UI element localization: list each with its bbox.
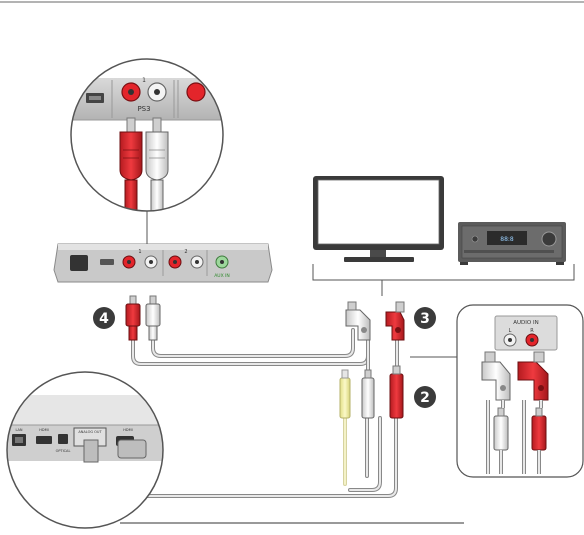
console-optical-label: OPTICAL (56, 449, 71, 453)
av-receiver: 88:8 (458, 222, 566, 265)
console-hdmi-out-label: HDMI (123, 428, 132, 432)
audio-in-label: AUDIO IN (513, 320, 538, 326)
console-lan-label: LAN (15, 428, 22, 432)
devices-bracket (313, 264, 574, 280)
step-badge-4: 4 (93, 307, 115, 329)
audio-in-r-label: R (530, 328, 534, 334)
step-3-label: 3 (420, 311, 430, 327)
console-av-cable-plugs (340, 366, 403, 418)
step-2-label: 2 (420, 390, 430, 406)
step-badge-3: 3 (414, 307, 436, 329)
usb-port (100, 259, 114, 265)
magnifier-ps3-inputs: 1 PS3 (60, 59, 240, 220)
console-analog-out-label: ANALOG OUT (78, 430, 102, 434)
magnifier-audio-in: AUDIO IN L R (457, 305, 583, 477)
adapter-port-2-label: 2 (184, 249, 187, 255)
adapter-box: 1 2 AUX IN (54, 244, 272, 282)
magnifier-console-rear: LAN HDMI OPTICAL ANALOG OUT HDMI (0, 372, 180, 528)
receiver-display: 88:8 (500, 236, 514, 243)
aux-in-label: AUX IN (214, 273, 230, 279)
optical-port (58, 434, 68, 444)
audio-in-l-label: L (509, 328, 512, 334)
tv (313, 176, 444, 262)
ps3-label: PS3 (137, 105, 150, 113)
power-port (70, 255, 88, 271)
step-badge-2: 2 (414, 386, 436, 408)
console-hdmi-label: HDMI (39, 428, 48, 432)
adapter-port-1-label: 1 (138, 249, 141, 255)
magnifier-port-1-label: 1 (142, 77, 146, 84)
adapter-cable-plugs (126, 296, 160, 340)
hdmi-port (36, 436, 52, 444)
step-4-label: 4 (99, 311, 109, 327)
